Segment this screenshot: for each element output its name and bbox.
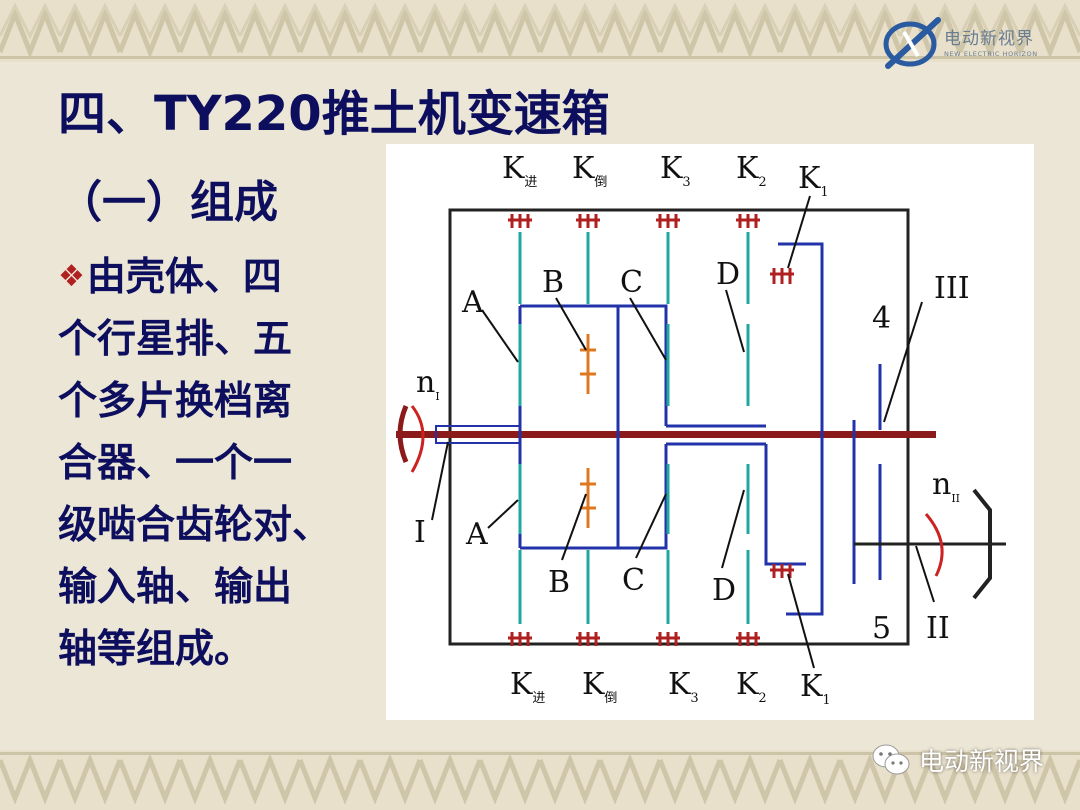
planet-carriers: [518, 242, 824, 616]
planet-label-a: A: [465, 517, 488, 552]
logo-emblem-icon: [883, 17, 941, 69]
clutch-label-k3: K3: [668, 667, 699, 706]
transmission-diagram: K进 K倒 K3 K2 K1 K进 K倒 K3 K2 K1 A B C D A …: [386, 144, 1034, 720]
logo-name: 电动新视界: [944, 29, 1034, 49]
logo-subtitle: NEW ELECTRIC HORIZON: [944, 50, 1038, 58]
watermark: 电动新视界: [871, 740, 1044, 780]
slide-title: 四、TY220推土机变速箱: [58, 86, 610, 142]
planet-label-d: D: [716, 257, 740, 292]
body-line: 级啮合齿轮对、: [58, 503, 332, 548]
input-flange: [397, 405, 409, 463]
planet-label-c: C: [620, 265, 643, 300]
input-speed-label: nI: [416, 365, 440, 403]
body-line: 个行星排、五: [58, 317, 293, 362]
top-clutches: [508, 214, 794, 284]
clutch-label-k3: K3: [660, 151, 691, 190]
body-line: 输入轴、输出: [58, 565, 293, 610]
shaft-labels: nI nII I II III 4 5: [414, 271, 970, 646]
clutch-label-k2: K2: [736, 667, 767, 706]
planet-label-b: B: [542, 265, 564, 300]
gear-label-5: 5: [872, 611, 891, 646]
clutch-label-k-reverse: K倒: [582, 667, 617, 706]
transmission-schematic: K进 K倒 K3 K2 K1 K进 K倒 K3 K2 K1 A B C D A …: [396, 151, 1006, 708]
clutch-label-k-forward: K进: [502, 151, 537, 190]
output-flange: [972, 488, 992, 600]
planet-label-b: B: [548, 565, 570, 600]
output-rotation-arrow: [924, 513, 944, 577]
body-line: 个多片换档离: [58, 379, 293, 424]
clutch-label-k-forward: K进: [510, 667, 545, 706]
planet-labels: A B C D A B C D: [461, 257, 740, 608]
bottom-clutch-labels: K进 K倒 K3 K2 K1: [510, 667, 831, 708]
planet-label-a: A: [461, 285, 484, 320]
housing: [448, 208, 910, 646]
output-speed-label: nII: [932, 467, 960, 505]
shaft-label-ii: II: [926, 611, 950, 646]
wechat-icon: [872, 744, 910, 775]
planet-gears: [580, 334, 596, 528]
planet-label-d: D: [712, 573, 736, 608]
planet-label-c: C: [622, 563, 645, 598]
body-line: 由壳体、四: [86, 255, 282, 300]
leader-lines: [431, 195, 935, 669]
bottom-clutches: [508, 564, 794, 646]
ring-gears: [518, 232, 750, 624]
shaft-label-i: I: [414, 515, 426, 550]
clutch-label-k2: K2: [736, 151, 767, 190]
slide-subtitle: （一）组成: [58, 177, 278, 228]
clutch-label-k-reverse: K倒: [572, 151, 607, 190]
clutch-label-k1: K1: [798, 161, 829, 200]
bullet-icon: ❖: [58, 259, 85, 294]
gear-label-4: 4: [872, 301, 891, 336]
body-line: 轴等组成。: [58, 627, 254, 672]
input-rotation-arrow: [410, 405, 425, 473]
clutch-label-k1: K1: [800, 669, 831, 708]
body-text: ❖由壳体、四 个行星排、五 个多片换档离 合器、一个一 级啮合齿轮对、 输入轴、…: [58, 246, 358, 681]
watermark-text: 电动新视界: [918, 747, 1044, 776]
shaft-label-iii: III: [934, 271, 970, 306]
brand-logo: 电动新视界 NEW ELECTRIC HORIZON: [880, 10, 1070, 74]
gear-pair: [852, 364, 1006, 584]
top-clutch-labels: K进 K倒 K3 K2 K1: [502, 151, 829, 200]
body-line: 合器、一个一: [58, 441, 293, 486]
